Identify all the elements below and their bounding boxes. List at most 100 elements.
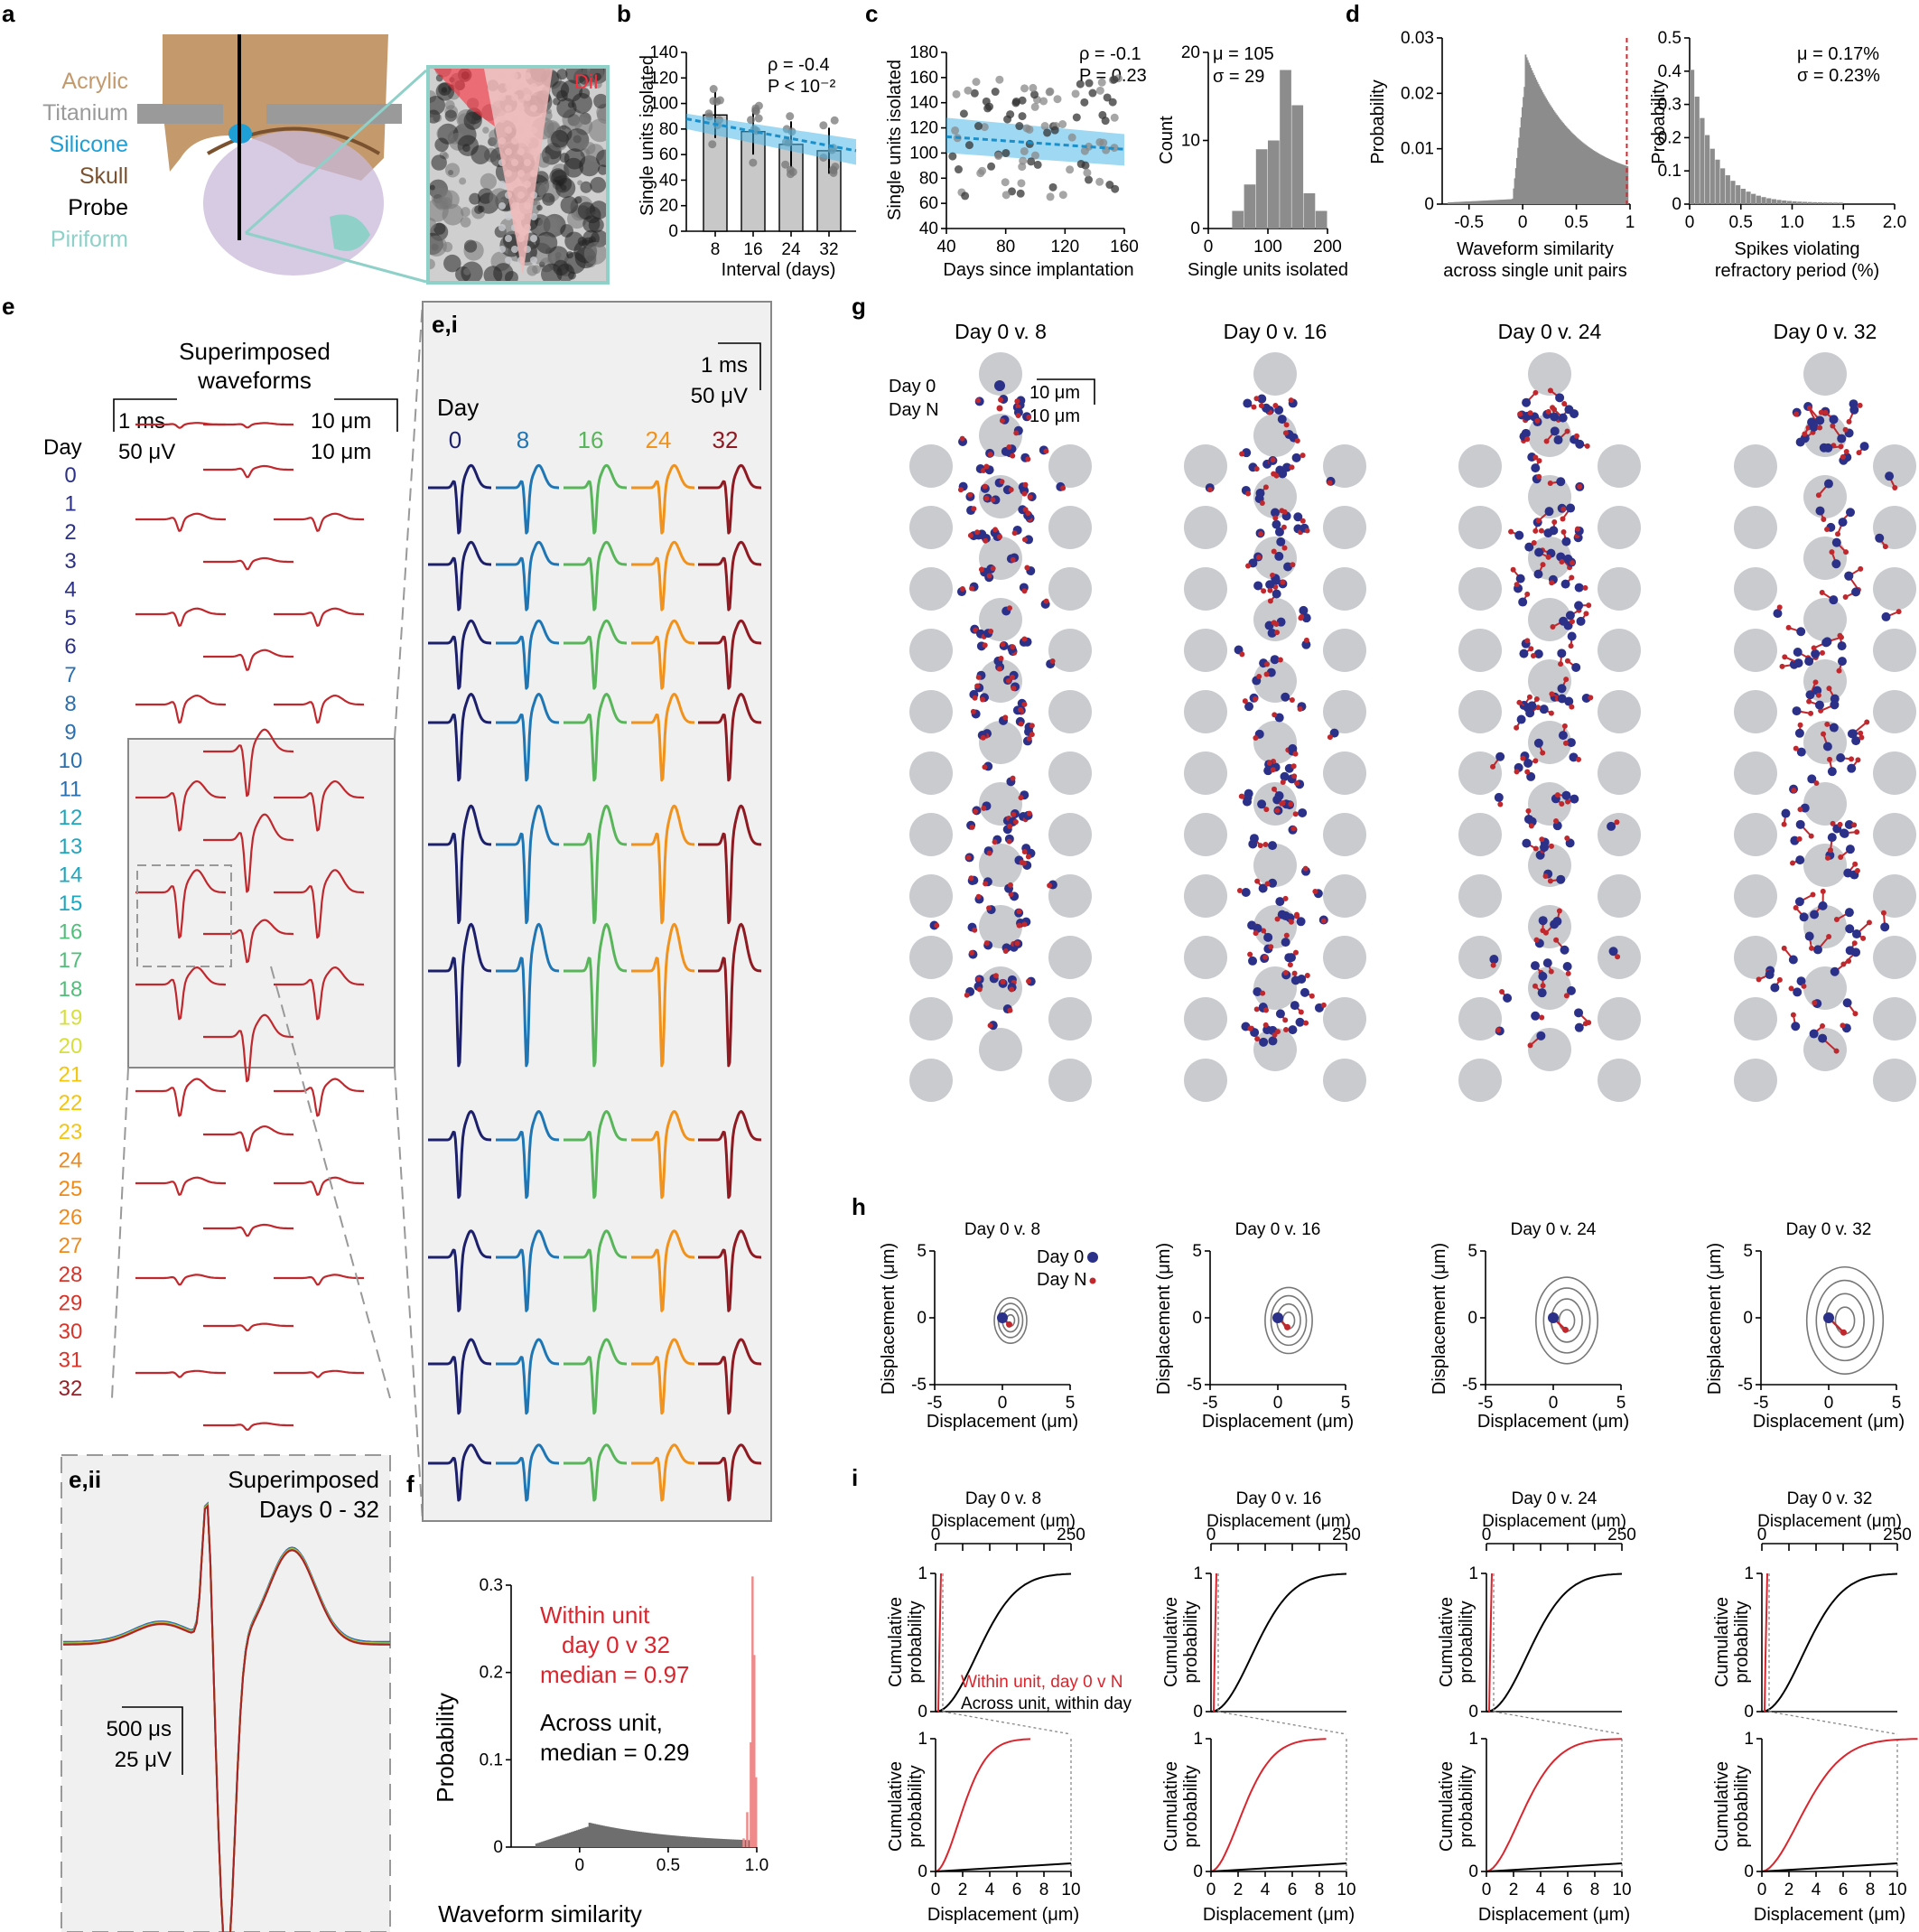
b-point — [709, 85, 718, 94]
probe-site — [1598, 506, 1641, 549]
i-within-curve — [1213, 1573, 1217, 1713]
g-unit-dayn — [972, 695, 978, 701]
g-unit-day0 — [1556, 874, 1566, 884]
c-point — [964, 141, 973, 150]
probe-site — [909, 1059, 953, 1102]
dl-bar — [1523, 87, 1526, 204]
g-unit-dayn — [1236, 888, 1243, 894]
dl-bar — [1551, 108, 1554, 204]
dl-bar — [1534, 77, 1537, 204]
g-unit-day0 — [1849, 405, 1859, 415]
dl-bar — [1590, 148, 1592, 204]
f-across-bar — [575, 1830, 579, 1847]
g-unit-dayn — [1272, 402, 1279, 408]
dl-bar — [1505, 199, 1507, 204]
g-unit-dayn — [1540, 983, 1546, 989]
probe-site — [1528, 905, 1571, 948]
tissue-spot — [564, 231, 584, 251]
g-unit-dayn — [1615, 954, 1621, 960]
i-low-x-tick-label: 8 — [1590, 1881, 1600, 1899]
dr-bar — [1771, 199, 1776, 204]
dl-bar — [1508, 199, 1511, 204]
g-unit-dayn — [1304, 527, 1310, 534]
g-unit-dayn — [1516, 699, 1523, 705]
g-unit-day0 — [1837, 434, 1847, 443]
i-within-curve — [937, 1573, 942, 1713]
g-unit-dayn — [1006, 443, 1012, 450]
g-unit-day0 — [1265, 580, 1275, 590]
panel-a-legend: AcrylicTitaniumSiliconeSkullProbePirifor… — [42, 69, 128, 252]
e-day-15: 15 — [59, 891, 83, 916]
ei-waveform — [630, 1338, 695, 1415]
dl-x-tick-label: 1 — [1626, 213, 1635, 232]
g-unit-dayn — [990, 497, 996, 503]
g-unit-dayn — [1781, 945, 1787, 951]
g-unit-dayn — [964, 992, 970, 998]
g-unit-dayn — [1801, 983, 1807, 989]
g-unit-day0 — [1838, 518, 1848, 527]
g-unit-dayn — [1843, 448, 1849, 454]
c-point — [1071, 89, 1080, 98]
i-low-y-tick-label: 1 — [1744, 1730, 1754, 1749]
panel-a: a AcrylicTitaniumSiliconeSkullProbePirif… — [2, 0, 610, 285]
g-unit-dayn — [1006, 838, 1012, 845]
eii-title-2: Days 0 - 32 — [259, 1496, 379, 1523]
electrode-site — [530, 257, 537, 264]
g-unit-dayn — [1583, 611, 1589, 617]
g-unit-day0 — [1243, 398, 1253, 408]
tissue-spot — [463, 111, 482, 130]
c-y-tick-label: 60 — [919, 194, 938, 213]
tissue-spot — [565, 128, 590, 153]
probe-site — [1048, 751, 1092, 795]
g-unit-dayn — [997, 534, 1003, 540]
g-unit-dayn — [992, 527, 999, 533]
i-low-x-tick-label: 2 — [1234, 1881, 1244, 1899]
g-title: Day 0 v. 32 — [1774, 320, 1877, 343]
piriform-region — [330, 214, 370, 251]
probe-site — [1323, 813, 1366, 856]
g-unit-day0 — [1566, 985, 1576, 995]
g-unit-dayn — [1253, 1006, 1260, 1013]
dr-bar — [1786, 201, 1792, 204]
i-up-y-tick-label: 0 — [918, 1703, 927, 1722]
i-low-x-tick-label: 6 — [1563, 1881, 1573, 1899]
dr-bar — [1740, 189, 1746, 204]
ei-waveform — [495, 1110, 560, 1199]
dl-bar — [1483, 201, 1485, 204]
e-waveform — [203, 728, 293, 798]
probe-site — [909, 813, 953, 856]
dl-bar — [1481, 201, 1484, 204]
g-unit-dayn — [1811, 645, 1817, 651]
g-unit-dayn — [1819, 589, 1825, 595]
g-unit-day0 — [1837, 641, 1847, 651]
eii-box — [61, 1454, 391, 1932]
c-point — [1011, 98, 1020, 107]
f-across-bar — [636, 1831, 639, 1847]
dl-bar — [1478, 201, 1481, 204]
g-unit-dayn — [983, 940, 990, 947]
g-unit-dayn — [983, 537, 989, 544]
b-xlabel: Interval (days) — [722, 260, 836, 280]
g-unit-day0 — [1272, 795, 1282, 805]
g-unit-day0 — [1796, 627, 1806, 637]
dl-bar — [1555, 114, 1558, 204]
g-unit-dayn — [982, 642, 988, 649]
dl-bar — [1463, 201, 1466, 204]
i-low-y-tick-label: 0 — [1468, 1862, 1478, 1881]
h-xlabel: Displacement (μm) — [1477, 1412, 1629, 1432]
g-unit-day0 — [1796, 747, 1806, 757]
g-unit-dayn — [1797, 722, 1803, 728]
f-across-bar — [573, 1830, 577, 1847]
legend-titanium: Titanium — [42, 100, 128, 126]
ei-waveform — [495, 540, 560, 611]
g-unit-dayn — [1528, 823, 1534, 829]
g-unit-dayn — [1779, 663, 1785, 669]
i-ylabel-1: Cumulative — [1161, 1597, 1181, 1687]
b-y-tick-label: 140 — [649, 43, 678, 62]
g-unit-dayn — [1242, 698, 1248, 705]
f-within-bar — [746, 1812, 749, 1847]
g-unit-dayn — [1828, 847, 1834, 854]
g-unit-dayn — [986, 573, 992, 579]
tissue-spot — [551, 129, 569, 148]
g-unit-dayn — [1016, 922, 1022, 929]
